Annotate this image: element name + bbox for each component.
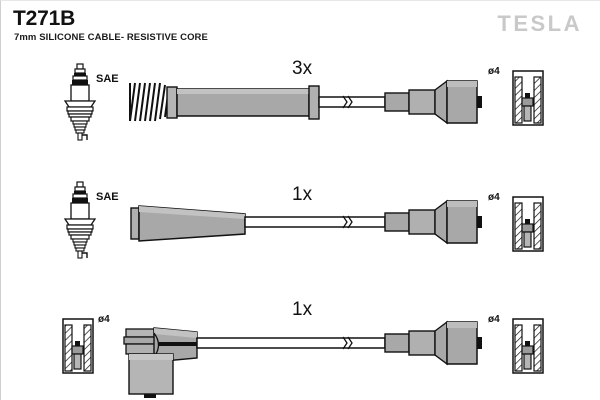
page-title: T271B	[13, 7, 76, 30]
cable-boot-row-1	[166, 85, 320, 120]
terminal-pin-row-2	[512, 196, 544, 252]
terminal-pin-row-3-right	[512, 318, 544, 374]
terminal-diameter-label-row-2: ø4	[488, 192, 500, 203]
cable-boot-row-2	[130, 205, 246, 242]
cable-run-row-2	[244, 215, 386, 229]
spec-subtitle: 7mm SILICONE CABLE- RESISTIVE CORE	[14, 32, 208, 43]
quantity-label-row-1: 3x	[292, 58, 313, 79]
cable-run-row-3	[196, 336, 386, 350]
distributor-connector-row-3	[384, 320, 482, 366]
sae-label-row-2: SAE	[96, 191, 119, 203]
cable-run-row-1	[318, 95, 386, 109]
terminal-diameter-label-row-3-right: ø4	[488, 314, 500, 325]
brand-logo: TESLA	[497, 11, 582, 36]
quantity-label-row-2: 1x	[292, 184, 313, 205]
terminal-diameter-label-row-3-left: ø4	[98, 314, 110, 325]
sae-label-row-1: SAE	[96, 73, 119, 85]
coil-connector-90-degree-row-3	[123, 327, 199, 398]
spark-plug-icon-row-1	[63, 63, 97, 141]
quantity-label-row-3: 1x	[292, 299, 313, 320]
distributor-connector-row-1	[384, 79, 482, 125]
spark-plug-icon-row-2	[63, 181, 97, 259]
spring-coil-row-1	[129, 82, 170, 122]
terminal-diameter-label-row-1: ø4	[488, 66, 500, 77]
distributor-connector-row-2	[384, 199, 482, 245]
terminal-pin-row-3-left	[62, 318, 94, 374]
terminal-pin-row-1	[512, 70, 544, 126]
